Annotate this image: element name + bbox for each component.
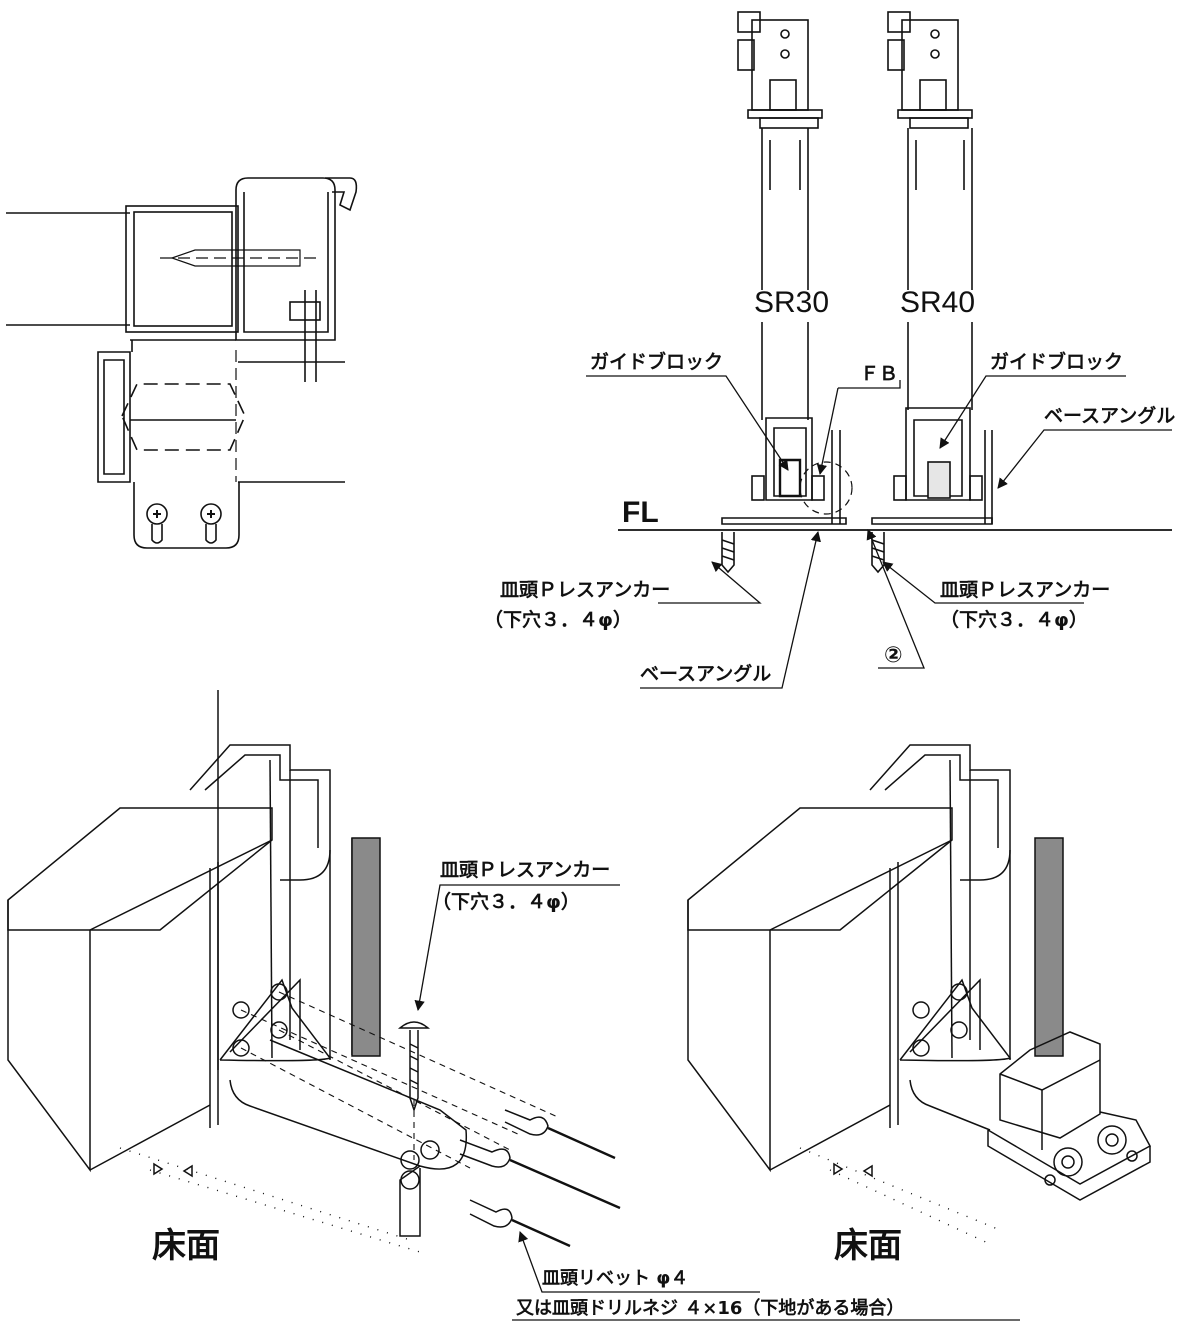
guide-block-label-left: ガイドブロック [590,350,723,373]
base-angle-label-bottom: ベースアングル [640,662,771,685]
floor-label-left: 床面 [152,1226,220,1266]
rivet-label: 皿頭リベット φ４ [542,1268,688,1289]
model-label-sr30: SR30 [754,286,829,319]
model-label-sr40: SR40 [900,286,975,319]
detail-ref-label: ② [884,643,903,668]
floor-level-label: FL [622,496,659,529]
leaders-bottom [414,884,1020,1321]
rivet-alt-label: 又は皿頭ドリルネジ ４×16（下地がある場合） [515,1297,904,1319]
anchor-3d-hole-label: （下穴３．４φ） [432,890,580,913]
floor-label-right: 床面 [834,1226,902,1266]
anchor-hole-label-left: （下穴３．４φ） [484,608,632,631]
anchor-3d-label: 皿頭Ｐレスアンカー [440,859,610,881]
guide-block-sr40 [871,407,993,525]
rivets-exploded [459,1109,621,1248]
guide-block-sr30 [721,417,847,525]
base-angle-label-right: ベースアングル [1044,404,1175,427]
elevation-section-view [618,11,1172,574]
anchor-label-left: 皿頭Ｐレスアンカー [500,579,670,601]
guide-block-label-right: ガイドブロック [990,350,1123,373]
anchor-label-right: 皿頭Ｐレスアンカー [940,579,1110,601]
anchor-hole-label-right: （下穴３．４φ） [940,608,1088,631]
hanger-sr30 [737,11,823,290]
plan-section-view [6,177,358,549]
fb-label: ＦＢ [860,363,898,385]
leaders-top [586,375,1172,689]
isometric-view-exploded [7,690,621,1253]
isometric-view-assembled [687,744,1152,1245]
hanger-sr40 [887,11,973,290]
